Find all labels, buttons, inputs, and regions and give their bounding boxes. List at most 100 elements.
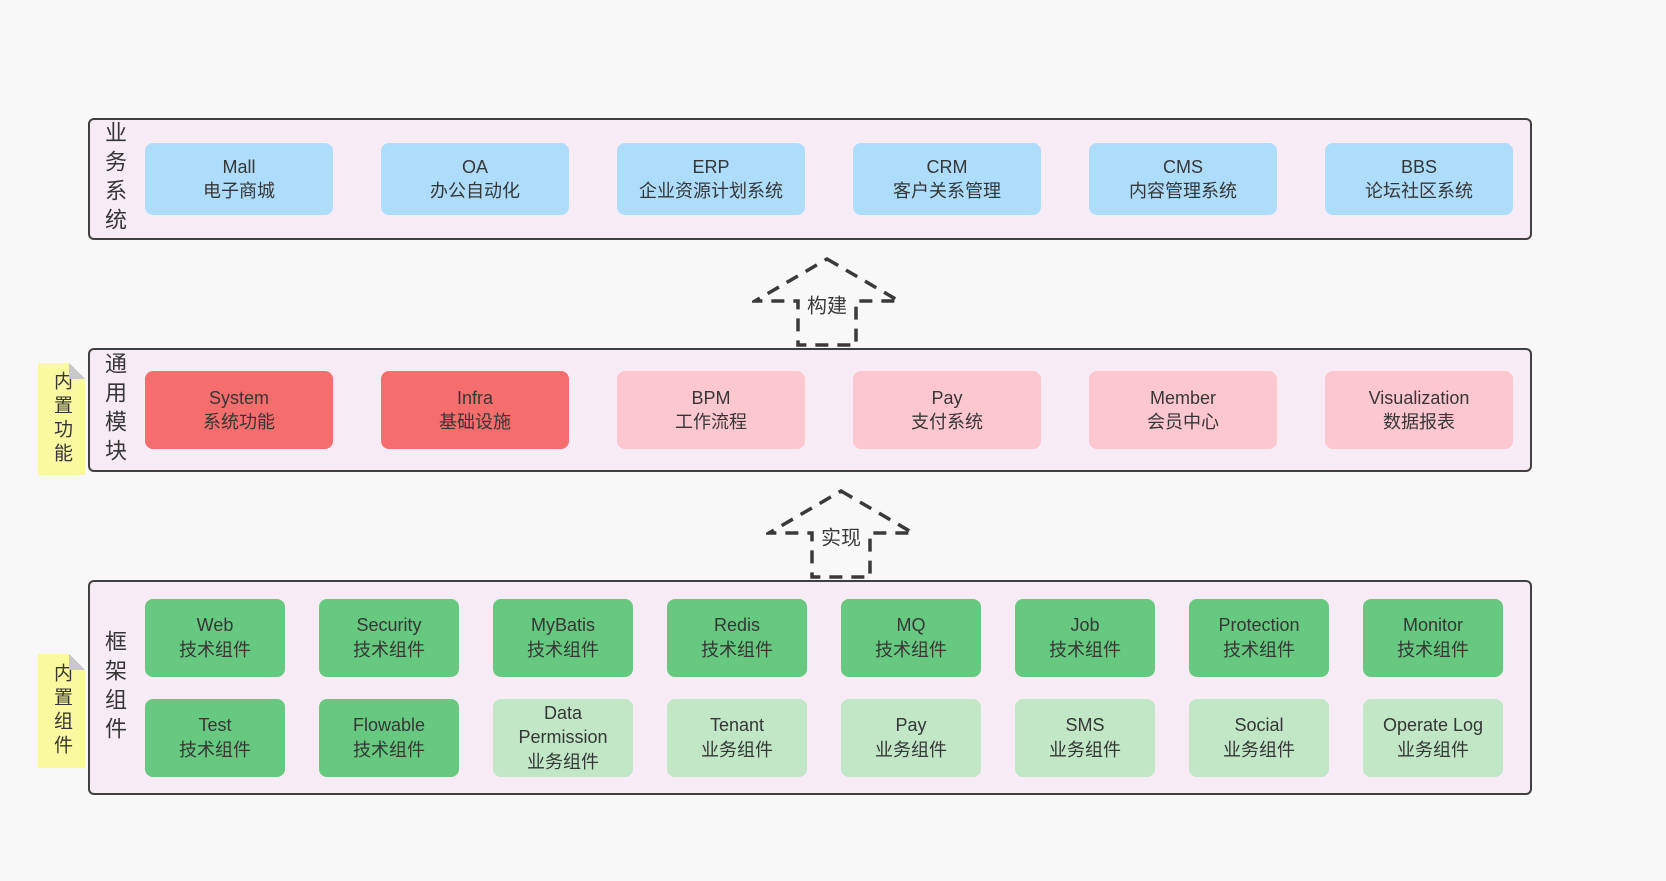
box-title: Protection: [1218, 615, 1300, 636]
box-flowable: Flowable 技术组件: [319, 698, 459, 777]
builtin-features-label: 内置功能: [51, 371, 72, 467]
box-subtitle: 基础设施: [439, 412, 511, 432]
box-title: Redis: [713, 615, 761, 636]
box-title: SMS: [1065, 715, 1105, 736]
box-title: Member: [1149, 387, 1216, 408]
box-title: Data Permission: [518, 703, 608, 748]
box-subtitle: 业务组件: [1049, 739, 1121, 760]
box-pay: Pay 支付系统: [853, 371, 1041, 449]
box-title: Visualization: [1368, 387, 1470, 408]
box-subtitle: 技术组件: [353, 739, 425, 760]
builtin-components-label: 内置组件: [51, 663, 72, 759]
box-title: Flowable: [352, 715, 426, 736]
box-subtitle: 业务组件: [1397, 739, 1469, 760]
builtin-features-sticky-note: 内置功能: [38, 363, 85, 475]
box-title: ERP: [692, 156, 730, 177]
business-boxes-row: Mall 电子商城 OA 办公自动化 ERP 企业资源计划系统 CRM 客户关系…: [145, 143, 1513, 215]
box-security: Security 技术组件: [319, 598, 459, 677]
box-cms: CMS 内容管理系统: [1089, 143, 1277, 215]
framework-components-panel: 框架组件 Web 技术组件 Security 技术组件 MyBatis 技术组件…: [88, 580, 1532, 795]
box-pay-component: Pay 业务组件: [841, 698, 981, 777]
box-title: MQ: [896, 615, 926, 636]
box-title: Pay: [931, 387, 963, 408]
box-subtitle: 技术组件: [179, 739, 251, 760]
business-systems-label: 业务系统: [102, 121, 127, 237]
box-title: Pay: [895, 715, 927, 736]
box-data-permission: Data Permission 业务组件: [493, 698, 633, 777]
implement-arrow-label: 实现: [817, 521, 865, 551]
box-subtitle: 办公自动化: [430, 181, 520, 201]
box-mq: MQ 技术组件: [841, 598, 981, 677]
box-mall: Mall 电子商城: [145, 143, 333, 215]
box-infra: Infra 基础设施: [381, 371, 569, 449]
box-bbs: BBS 论坛社区系统: [1325, 143, 1513, 215]
box-redis: Redis 技术组件: [667, 598, 807, 677]
box-subtitle: 技术组件: [701, 639, 773, 660]
folded-corner-icon: [69, 363, 85, 379]
box-title: Monitor: [1402, 615, 1464, 636]
modules-boxes-row: System 系统功能 Infra 基础设施 BPM 工作流程 Pay 支付系统…: [145, 371, 1513, 449]
business-systems-panel: 业务系统 Mall 电子商城 OA 办公自动化 ERP 企业资源计划系统 CRM…: [88, 118, 1532, 240]
box-title: BPM: [691, 387, 731, 408]
up-arrow-icon: [766, 488, 916, 579]
box-title: MyBatis: [530, 615, 595, 636]
box-protection: Protection 技术组件: [1189, 598, 1329, 677]
box-social: Social 业务组件: [1189, 698, 1329, 777]
box-subtitle: 客户关系管理: [893, 181, 1001, 201]
box-subtitle: 内容管理系统: [1129, 181, 1237, 201]
common-modules-label: 通用模块: [102, 352, 127, 468]
box-test: Test 技术组件: [145, 698, 285, 777]
framework-row-1: Web 技术组件 Security 技术组件 MyBatis 技术组件 Redi…: [145, 598, 1503, 677]
box-title: Mall: [222, 156, 256, 177]
box-subtitle: 电子商城: [203, 181, 275, 201]
builtin-components-sticky-note: 内置组件: [38, 654, 85, 768]
box-mybatis: MyBatis 技术组件: [493, 598, 633, 677]
box-title: BBS: [1400, 156, 1438, 177]
box-subtitle: 业务组件: [701, 739, 773, 760]
box-subtitle: 系统功能: [203, 412, 275, 432]
box-monitor: Monitor 技术组件: [1363, 598, 1503, 677]
box-title: System: [208, 387, 269, 408]
box-bpm: BPM 工作流程: [617, 371, 805, 449]
box-title: OA: [461, 156, 488, 177]
box-job: Job 技术组件: [1015, 598, 1155, 677]
box-operate-log: Operate Log 业务组件: [1363, 698, 1503, 777]
box-subtitle: 数据报表: [1383, 412, 1455, 432]
box-tenant: Tenant 业务组件: [667, 698, 807, 777]
box-subtitle: 业务组件: [527, 751, 599, 772]
build-arrow: 构建: [752, 256, 902, 348]
folded-corner-icon: [69, 654, 85, 670]
box-subtitle: 技术组件: [875, 639, 947, 660]
framework-row-2: Test 技术组件 Flowable 技术组件 Data Permission …: [145, 698, 1503, 777]
box-title: Social: [1234, 715, 1284, 736]
box-oa: OA 办公自动化: [381, 143, 569, 215]
box-subtitle: 技术组件: [527, 639, 599, 660]
box-system: System 系统功能: [145, 371, 333, 449]
box-subtitle: 会员中心: [1147, 412, 1219, 432]
up-arrow-icon: [752, 256, 902, 347]
box-title: Web: [196, 615, 234, 636]
box-title: Job: [1070, 615, 1100, 636]
framework-rows: Web 技术组件 Security 技术组件 MyBatis 技术组件 Redi…: [145, 598, 1503, 777]
box-title: Tenant: [709, 715, 765, 736]
common-modules-panel: 通用模块 System 系统功能 Infra 基础设施 BPM 工作流程 Pay…: [88, 348, 1532, 472]
box-subtitle: 技术组件: [1049, 639, 1121, 660]
box-subtitle: 技术组件: [179, 639, 251, 660]
implement-arrow: 实现: [766, 488, 916, 580]
box-title: CMS: [1163, 156, 1203, 177]
box-title: Infra: [456, 387, 494, 408]
build-arrow-label: 构建: [803, 289, 851, 319]
box-crm: CRM 客户关系管理: [853, 143, 1041, 215]
box-title: Operate Log: [1382, 715, 1484, 736]
box-title: Test: [198, 715, 232, 736]
box-subtitle: 技术组件: [1397, 639, 1469, 660]
box-subtitle: 论坛社区系统: [1365, 181, 1473, 201]
box-title: CRM: [926, 156, 968, 177]
box-visualization: Visualization 数据报表: [1325, 371, 1513, 449]
box-subtitle: 业务组件: [1223, 739, 1295, 760]
box-subtitle: 工作流程: [675, 412, 747, 432]
framework-components-label: 框架组件: [102, 629, 127, 746]
box-web: Web 技术组件: [145, 598, 285, 677]
box-subtitle: 支付系统: [911, 412, 983, 432]
box-sms: SMS 业务组件: [1015, 698, 1155, 777]
